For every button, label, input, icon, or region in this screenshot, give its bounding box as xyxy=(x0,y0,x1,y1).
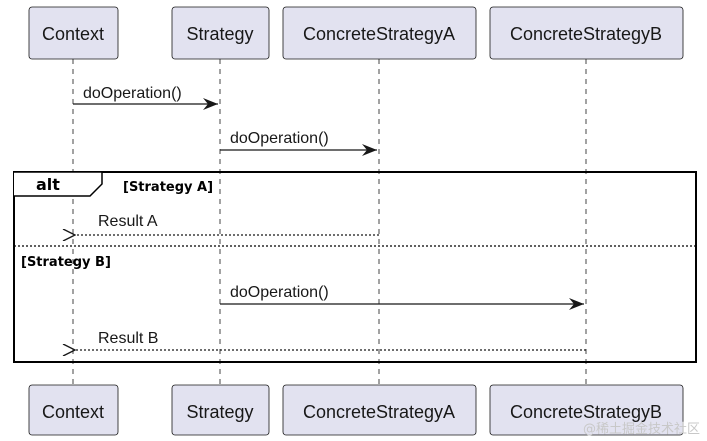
guard-strategy-b: [Strategy B] xyxy=(21,255,111,270)
participant-label: Strategy xyxy=(186,24,253,44)
participant-strategy-bottom: Strategy xyxy=(171,384,270,436)
participant-label: ConcreteStrategyB xyxy=(510,402,662,422)
message-label: Result B xyxy=(98,330,158,347)
watermark: @稀土掘金技术社区 xyxy=(583,421,700,437)
message-context-to-strategy: doOperation() xyxy=(73,85,218,110)
participant-label: ConcreteStrategyA xyxy=(303,24,455,44)
message-label: doOperation() xyxy=(83,85,182,102)
message-strategy-to-concrete-a: doOperation() xyxy=(220,130,377,156)
participant-label: Context xyxy=(42,402,104,422)
participant-concrete-strategy-b-top: ConcreteStrategyB xyxy=(489,6,684,60)
message-label: Result A xyxy=(98,213,158,230)
message-concrete-b-to-context-return: Result B xyxy=(75,330,586,350)
alt-fragment: alt [Strategy A] [Strategy B] xyxy=(13,171,697,363)
participant-concrete-strategy-a-bottom: ConcreteStrategyA xyxy=(282,384,477,436)
alt-keyword: alt xyxy=(36,175,60,194)
message-concrete-a-to-context-return: Result A xyxy=(75,213,379,235)
alt-tab xyxy=(14,171,103,197)
message-strategy-to-concrete-b: doOperation() xyxy=(220,284,584,310)
participant-context-bottom: Context xyxy=(28,384,119,436)
participant-label: ConcreteStrategyA xyxy=(303,402,455,422)
participant-concrete-strategy-b-bottom: ConcreteStrategyB xyxy=(489,384,684,436)
guard-strategy-a: [Strategy A] xyxy=(123,180,213,195)
participant-concrete-strategy-a-top: ConcreteStrategyA xyxy=(282,6,477,60)
participant-label: ConcreteStrategyB xyxy=(510,24,662,44)
participant-label: Context xyxy=(42,24,104,44)
participant-label: Strategy xyxy=(186,402,253,422)
message-label: doOperation() xyxy=(230,284,329,301)
message-label: doOperation() xyxy=(230,130,329,147)
participant-context-top: Context xyxy=(28,6,119,60)
participant-strategy-top: Strategy xyxy=(171,6,270,60)
